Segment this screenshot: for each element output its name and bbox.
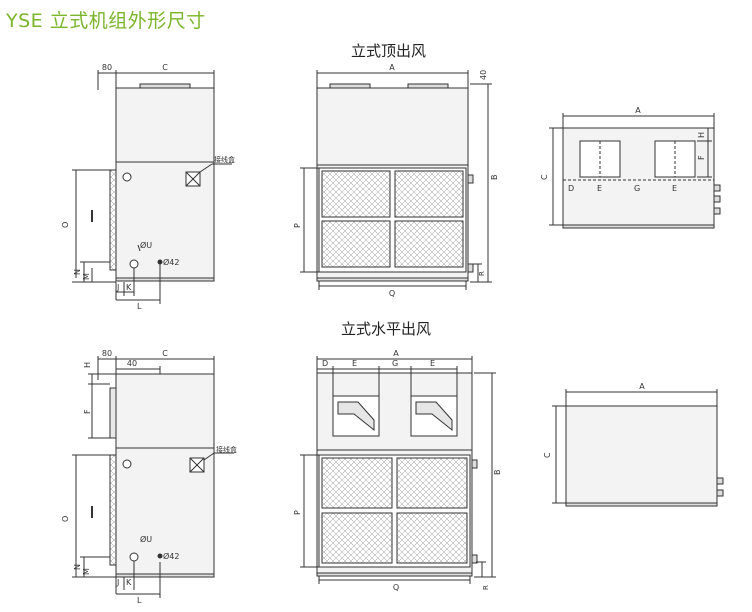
- dim-label-g: G: [392, 359, 398, 368]
- junction-box-label: 接线盒: [216, 445, 237, 454]
- dim-label-e2: E: [430, 359, 435, 368]
- side-view-top-labels: 80 C 接线盒 ØU Ø42 O N M J K L: [61, 63, 235, 311]
- dim-label-c: C: [162, 63, 168, 72]
- junction-box-label: 接线盒: [214, 155, 235, 164]
- dim-label-f: F: [697, 155, 706, 160]
- dim-label-80: 80: [102, 349, 112, 358]
- dim-label-40: 40: [127, 359, 137, 368]
- dim-label-a: A: [393, 349, 399, 358]
- dim-label-h: H: [83, 362, 92, 368]
- dim-label-n: N: [73, 564, 82, 570]
- section-title-horizontal-outlet: 立式水平出风: [341, 320, 432, 338]
- front-view-horizontal-outlet: [300, 356, 496, 584]
- dim-label-o: O: [61, 222, 70, 228]
- side-view-horizontal-outlet: [72, 356, 234, 598]
- base-plate: [115, 277, 215, 282]
- page-title: YSE 立式机组外形尺寸: [6, 10, 206, 32]
- dim-label-r: R: [482, 585, 490, 590]
- dim-label-e: E: [597, 184, 602, 193]
- filter-panel-3: [321, 220, 391, 268]
- filter-edge: [109, 169, 117, 271]
- section-title-top-outlet: 立式顶出风: [351, 42, 427, 60]
- side-view-top-outlet: [72, 70, 232, 304]
- front-view-top-labels: A 40 B P R Q: [293, 63, 499, 298]
- dim-label-a: A: [635, 106, 641, 115]
- drain-label: Ø42: [163, 551, 179, 561]
- dim-label-r: R: [478, 271, 486, 276]
- filter-panel-4: [394, 220, 464, 268]
- dim-label-h: H: [697, 132, 706, 138]
- dim-label-l: L: [137, 302, 142, 311]
- top-view-top-outlet: [549, 113, 721, 229]
- dim-label-j: J: [116, 283, 119, 292]
- dim-label-a: A: [389, 63, 395, 72]
- dim-label-b: B: [493, 470, 502, 476]
- pipe-circle-upper: [122, 172, 132, 182]
- dim-label-k: K: [126, 578, 132, 587]
- top-view-horizontal-labels: A C: [543, 382, 645, 458]
- dim-label-b: B: [490, 175, 499, 181]
- u-pipe-label: ØU: [140, 534, 152, 544]
- dim-label-q: Q: [393, 583, 399, 592]
- filter-panel-1: [321, 170, 391, 218]
- dim-label-e2: E: [672, 184, 677, 193]
- dim-label-40: 40: [479, 70, 488, 80]
- front-view-horizontal-labels: A D E G E B P R Q: [293, 349, 502, 592]
- top-view-top-labels: A C D E G E H F: [540, 106, 706, 193]
- dim-label-d: D: [568, 184, 574, 193]
- drain-label: Ø42: [163, 257, 179, 267]
- dim-label-m: M: [82, 273, 91, 280]
- dim-label-c: C: [543, 452, 552, 458]
- dim-label-j: J: [116, 578, 119, 587]
- dim-label-k: K: [126, 283, 132, 292]
- unit-outline: [565, 405, 718, 504]
- dim-label-q: Q: [389, 289, 395, 298]
- dim-label-p: P: [293, 223, 302, 228]
- dim-label-80: 80: [102, 63, 112, 72]
- filter-edge: [109, 454, 117, 566]
- side-view-horizontal-labels: 80 C 40 H F 接线盒 ØU Ø42 O N M J K L: [61, 349, 237, 605]
- dim-label-e: E: [352, 359, 357, 368]
- filter-panel-2: [394, 170, 464, 218]
- pipe-circle-lower: [129, 259, 139, 269]
- unit-body: [115, 373, 215, 575]
- front-view-top-outlet: [300, 70, 492, 290]
- dim-label-f: F: [83, 409, 92, 414]
- dim-label-a: A: [639, 382, 645, 391]
- dim-label-d: D: [322, 359, 328, 368]
- dim-label-g: G: [634, 184, 640, 193]
- dim-label-m: M: [82, 568, 91, 575]
- dim-label-c: C: [540, 174, 549, 180]
- dim-label-l: L: [137, 596, 142, 605]
- dim-label-o: O: [61, 516, 70, 522]
- dim-label-n: N: [73, 269, 82, 275]
- dim-label-p: P: [293, 510, 302, 515]
- dim-label-c: C: [162, 349, 168, 358]
- u-pipe-label: ØU: [140, 240, 152, 250]
- top-view-horizontal-outlet: [552, 389, 724, 507]
- top-flange: [139, 83, 191, 89]
